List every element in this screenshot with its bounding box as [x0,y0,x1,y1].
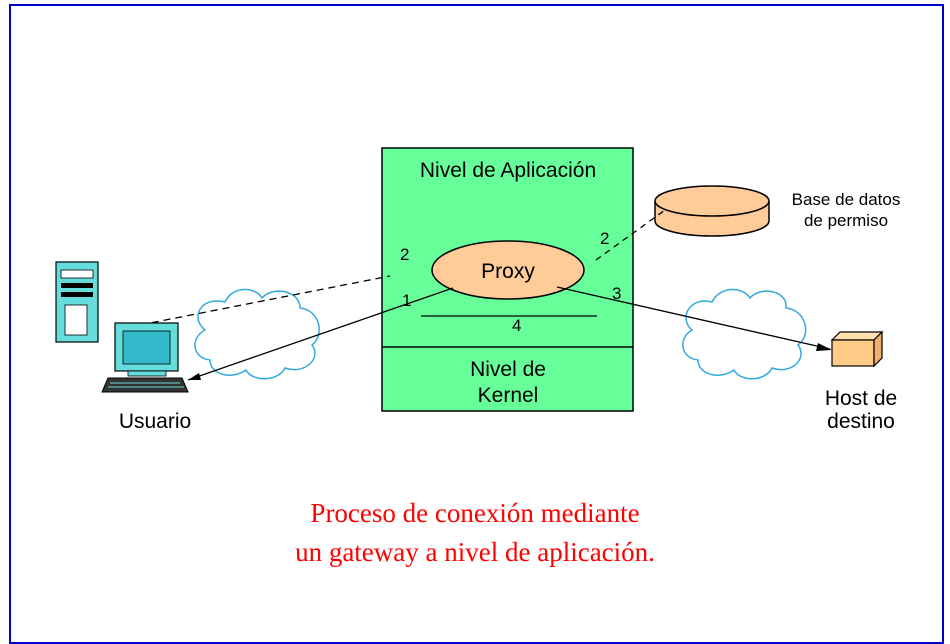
host-label-line1: Host de [825,387,897,410]
keyboard-icon [101,377,189,393]
host-box-icon [830,330,884,368]
app-level-label: Nivel de Aplicación [420,159,596,182]
step-label: 1 [402,291,411,310]
gateway-diagram: Nivel de Aplicación Nivel de Kernel Prox… [55,147,901,433]
line-user-proxy [187,287,454,381]
database-label-line2: de permiso [804,211,888,230]
proxy-label: Proxy [481,260,535,283]
arrowhead-user [188,373,201,380]
line-proxy-host [556,286,831,350]
dashed-line-proxy-database [595,209,666,261]
arrowhead-host [816,343,832,351]
database-icon [654,185,770,237]
host-label-line2: destino [827,410,895,433]
cloud-icon [194,288,320,380]
step-label: 3 [612,284,621,303]
computer-tower-icon [55,261,99,343]
cloud-icon [682,288,807,380]
monitor-icon [114,322,179,377]
dashed-line-user-proxy [139,275,391,326]
caption-line2: un gateway a nivel de aplicación. [295,537,655,567]
kernel-level-label-line1: Nivel de [470,358,546,381]
caption-line1: Proceso de conexión mediante [310,498,640,528]
step-label: 2 [400,245,409,264]
user-label: Usuario [119,410,191,433]
kernel-level-label-line2: Kernel [478,384,539,407]
proxy-ellipse [431,240,585,300]
step-label: 2 [600,229,609,248]
database-label-line1: Base de datos [792,190,901,209]
step-label: 4 [512,316,521,335]
